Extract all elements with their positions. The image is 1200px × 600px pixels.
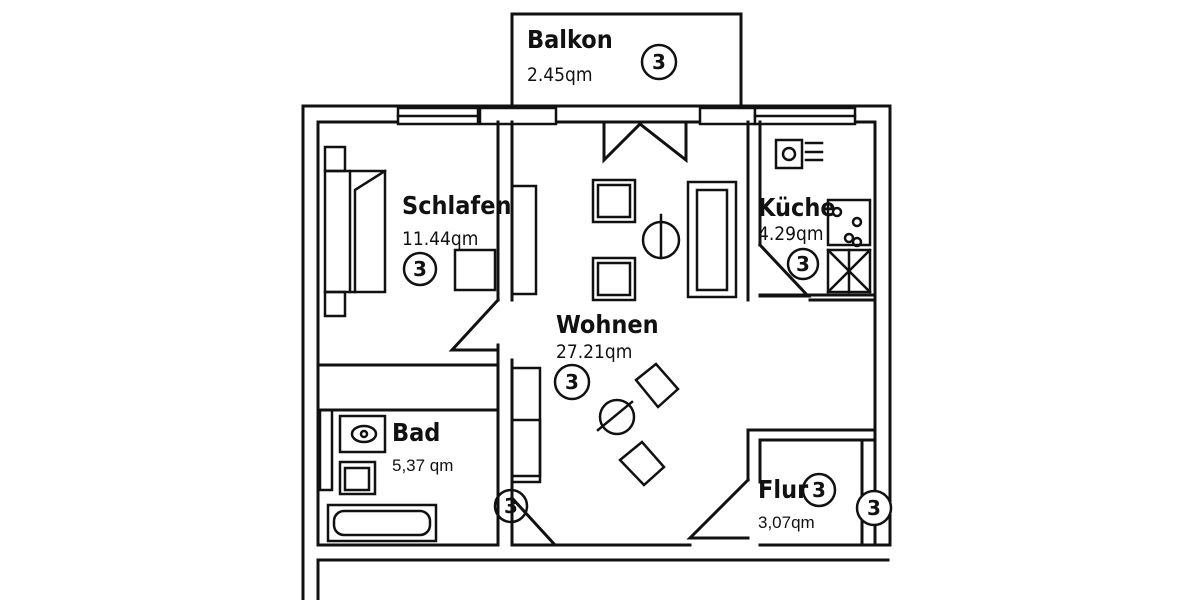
svg-text:3: 3 <box>867 496 881 520</box>
balkon-name: Balkon <box>527 25 613 54</box>
kueche-badge: 3 <box>786 247 820 281</box>
svg-text:3: 3 <box>565 370 579 394</box>
bad-area: 5,37 qm <box>392 456 453 475</box>
svg-text:3: 3 <box>796 252 810 276</box>
bad-name: Bad <box>392 418 440 447</box>
schlafen-badge: 3 <box>402 251 438 287</box>
schlafen-area: 11.44qm <box>402 228 478 250</box>
svg-text:3: 3 <box>812 478 826 502</box>
bed <box>323 145 497 318</box>
schlafen-name: Schlafen <box>402 191 511 220</box>
flur-badge: 3 <box>801 472 837 508</box>
shelf <box>510 418 542 484</box>
kitchen-fixtures <box>774 138 872 294</box>
kueche-area: 4.29qm <box>758 223 824 245</box>
wohnen-badge: 3 <box>553 363 591 401</box>
wohnen-name: Wohnen <box>556 310 659 339</box>
wardrobe <box>510 184 538 296</box>
svg-text:3: 3 <box>504 494 518 518</box>
svg-text:3: 3 <box>652 50 666 74</box>
doors <box>448 122 877 547</box>
room-labels: Balkon 2.45qm Schlafen 11.44qm Küche 4.2… <box>392 25 836 532</box>
balkon-badge: 3 <box>640 43 678 81</box>
balcony-outline <box>510 12 743 108</box>
bad-door-badge: 3 <box>493 488 529 524</box>
balkon-area: 2.45qm <box>527 64 593 86</box>
entrance-badge: 3 <box>855 489 893 527</box>
windows <box>396 106 857 126</box>
flur-area: 3,07qm <box>758 513 815 532</box>
flur-name: Flur <box>758 475 809 504</box>
kueche-name: Küche <box>758 193 836 222</box>
bathroom-fixtures <box>318 408 438 543</box>
svg-text:3: 3 <box>413 257 427 281</box>
room-badges: 3 3 3 3 3 3 3 <box>402 43 893 527</box>
wohnen-area: 27.21qm <box>556 341 632 363</box>
